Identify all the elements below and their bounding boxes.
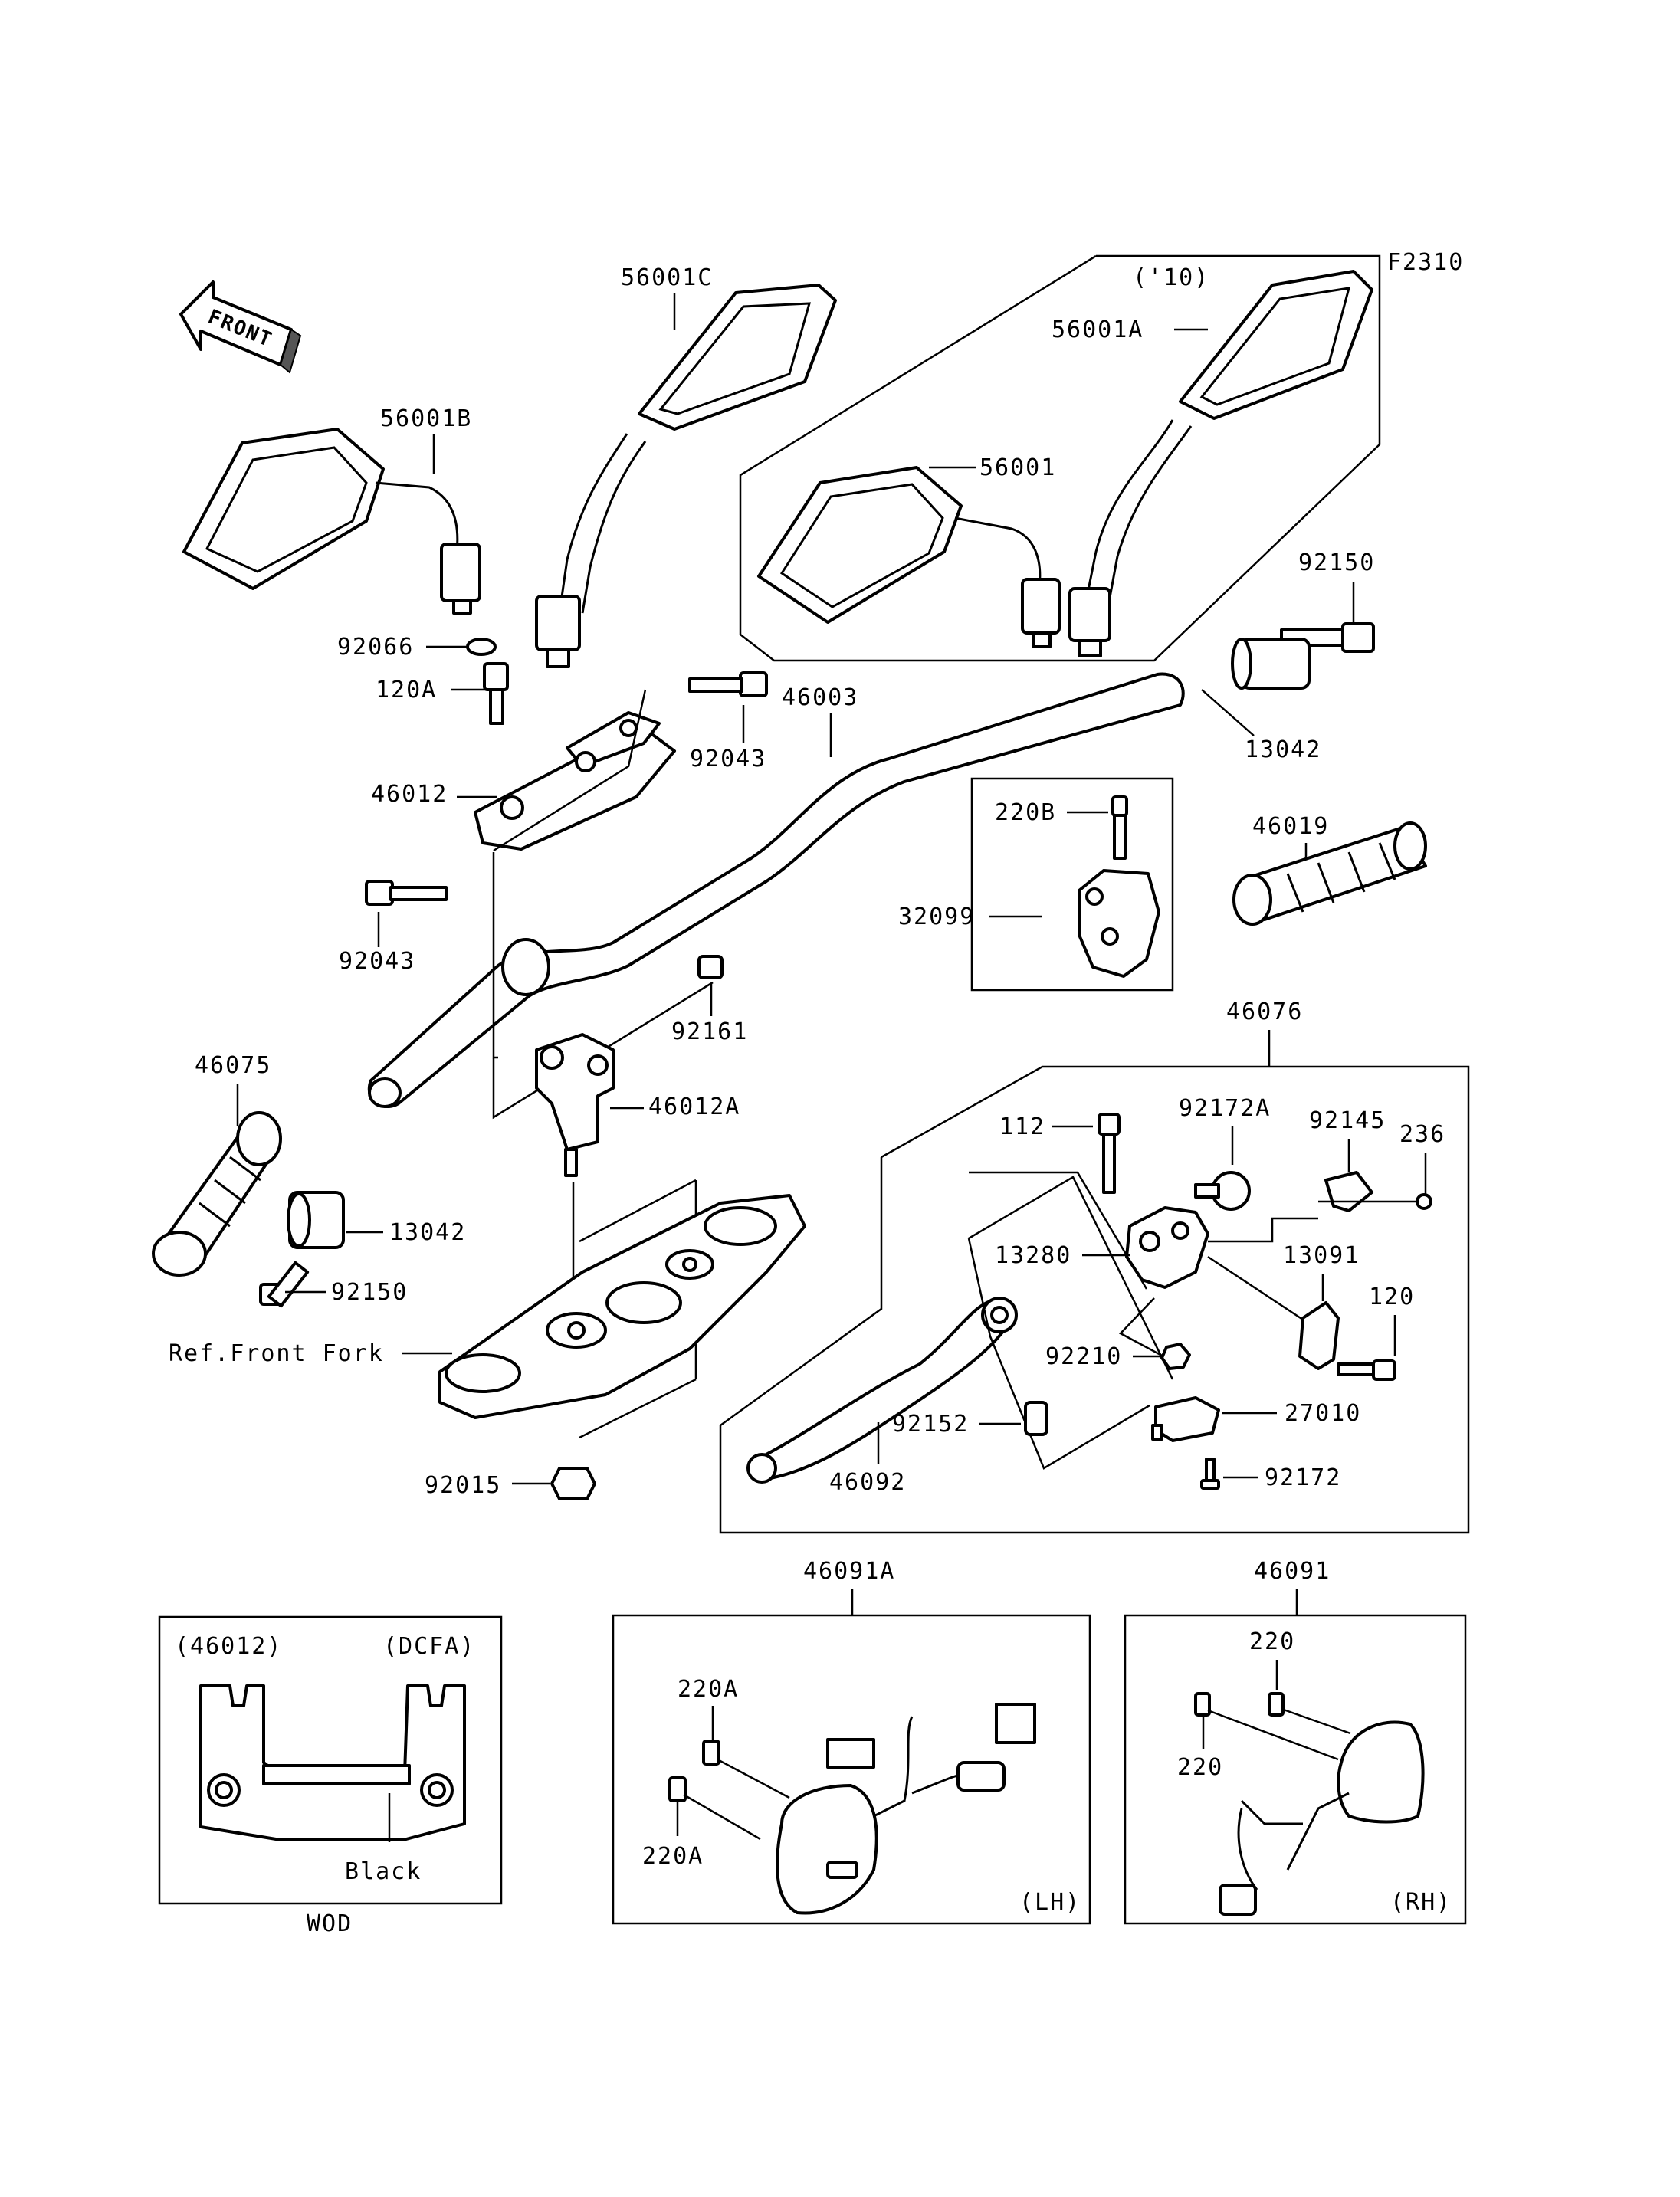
washer-92066	[466, 638, 497, 656]
color-inset-box	[158, 1615, 503, 1905]
clamp-13091	[1298, 1301, 1340, 1370]
washer-92161	[697, 955, 724, 979]
label-92172: 92172	[1265, 1464, 1341, 1491]
pivot-92152	[1024, 1401, 1048, 1436]
label-46091A: 46091A	[803, 1558, 895, 1585]
label-46019: 46019	[1252, 813, 1329, 840]
weight-13042-left	[287, 1191, 345, 1249]
label-13042-right: 13042	[1245, 736, 1321, 763]
label-92150-bottom: 92150	[331, 1279, 408, 1306]
bolt-92150-bottom	[259, 1261, 310, 1308]
switch-27010	[1151, 1396, 1220, 1442]
screw-92172	[1200, 1458, 1220, 1490]
pin-92145	[1324, 1171, 1373, 1212]
handlebar-46003	[367, 672, 1185, 1108]
label-32099: 32099	[898, 903, 975, 930]
label-220B: 220B	[995, 799, 1056, 826]
clamp-46012	[474, 711, 676, 851]
mirror-56001C	[535, 284, 837, 668]
lever-46092	[746, 1297, 1018, 1484]
label-46012: 46012	[371, 781, 448, 808]
label-92145: 92145	[1309, 1107, 1386, 1134]
label-92210: 92210	[1045, 1343, 1122, 1370]
label-46076: 46076	[1226, 998, 1303, 1025]
label-13280: 13280	[995, 1242, 1071, 1269]
label-92066: 92066	[337, 634, 414, 661]
figure-code: F2310	[1387, 249, 1464, 276]
screw-112	[1098, 1113, 1121, 1194]
label-92150-top: 92150	[1298, 549, 1375, 576]
bolt-120A	[483, 662, 509, 725]
label-46012A: 46012A	[648, 1094, 740, 1120]
inset-color-name: Black	[345, 1858, 422, 1885]
inset-code: WOD	[307, 1910, 353, 1937]
weight-13042-right	[1231, 638, 1311, 690]
label-92043-top: 92043	[690, 746, 766, 772]
nut-92015	[550, 1467, 596, 1500]
box-46076	[719, 1065, 1470, 1534]
label-220A-upper: 220A	[678, 1676, 739, 1703]
mirror-56001A	[1068, 270, 1373, 657]
label-92161: 92161	[671, 1018, 748, 1045]
bolt-120	[1337, 1359, 1396, 1381]
label-27010: 27010	[1285, 1400, 1361, 1427]
label-56001B: 56001B	[380, 405, 472, 432]
inset-color-code: (DCFA)	[383, 1633, 475, 1660]
mirror-56001B	[182, 428, 481, 615]
grip-46075	[152, 1111, 282, 1277]
bolt-92043-bottom	[365, 880, 448, 906]
grip-46019	[1232, 821, 1427, 926]
front-arrow-icon: FRONT	[179, 280, 302, 374]
label-46092: 46092	[829, 1469, 906, 1496]
label-120A: 120A	[376, 677, 437, 703]
label-236: 236	[1399, 1121, 1445, 1148]
label-92172A: 92172A	[1179, 1095, 1271, 1122]
lever-holder	[1125, 1206, 1209, 1289]
box-46091	[1124, 1614, 1467, 1925]
switch-housing-rh	[1194, 1692, 1425, 1916]
label-92152: 92152	[892, 1411, 969, 1438]
box-46091A	[612, 1614, 1091, 1925]
label-13091: 13091	[1283, 1242, 1360, 1269]
screw-236	[1416, 1193, 1432, 1210]
label-120: 120	[1369, 1284, 1415, 1310]
label-13042-left: 13042	[389, 1219, 466, 1246]
label-92015: 92015	[425, 1472, 501, 1499]
label-46091: 46091	[1254, 1558, 1331, 1585]
year-note: ('10)	[1133, 264, 1209, 291]
clamp-46012-color	[199, 1684, 466, 1841]
side-label-lh: (LH)	[1019, 1889, 1081, 1916]
label-220A-lower: 220A	[642, 1843, 704, 1870]
label-112: 112	[999, 1113, 1045, 1140]
label-46075: 46075	[195, 1052, 271, 1079]
label-ref-front-fork: Ref.Front Fork	[169, 1340, 384, 1367]
label-56001: 56001	[979, 454, 1056, 481]
switch-housing-lh	[668, 1703, 1036, 1915]
bolt-92043-top	[688, 671, 768, 697]
bolt-220B	[1111, 795, 1128, 860]
label-92043-bottom: 92043	[339, 948, 415, 975]
label-220-left: 220	[1177, 1754, 1223, 1781]
adjuster-92172A	[1194, 1171, 1251, 1211]
clamp-46012A	[535, 1033, 615, 1177]
fork-bracket	[438, 1194, 806, 1419]
label-46003: 46003	[782, 684, 858, 711]
box-32099	[970, 777, 1174, 992]
label-56001C: 56001C	[621, 264, 713, 291]
label-220-upper: 220	[1249, 1628, 1295, 1655]
year-frame	[739, 254, 1381, 662]
label-56001A: 56001A	[1052, 316, 1144, 343]
inset-part-ref: (46012)	[175, 1633, 282, 1660]
mirror-56001	[757, 466, 1061, 648]
clamp-32099	[1078, 869, 1160, 978]
side-label-rh: (RH)	[1390, 1889, 1452, 1916]
